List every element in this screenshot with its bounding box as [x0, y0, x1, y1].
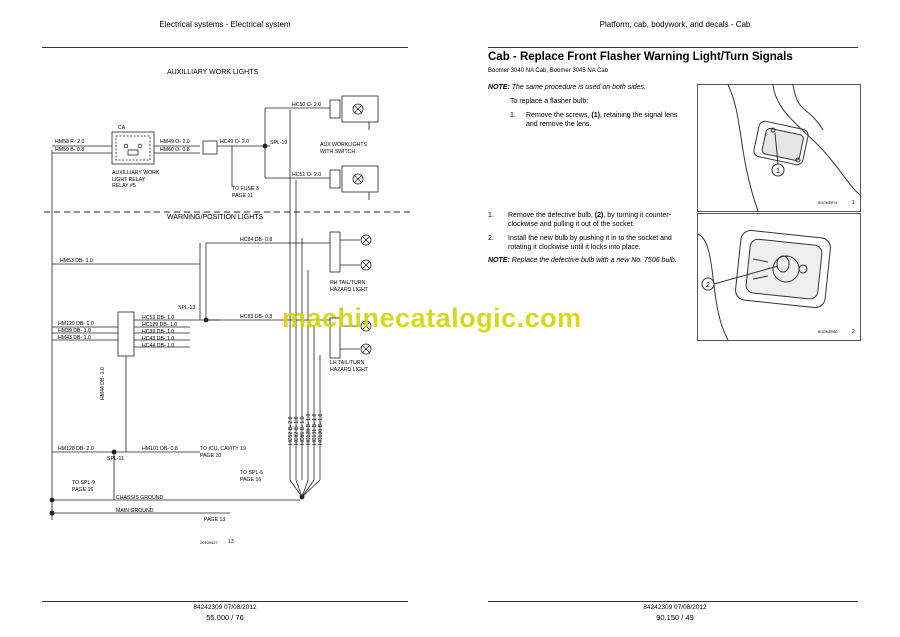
step-1: 1. Remove the screws, (1), retaining the…: [510, 111, 685, 129]
label-spl19: SPL-19: [270, 140, 288, 146]
figure-1-index: 1: [852, 200, 855, 206]
step-1-text-b: , retaining the signal lens and remove t…: [526, 112, 678, 128]
section-title: Cab - Replace Front Flasher Warning Ligh…: [488, 51, 793, 63]
step-2-num: 1.: [488, 212, 494, 219]
label-ca-relay: CA: [118, 125, 126, 131]
label-spl13: SPL-13: [178, 305, 196, 311]
figure-2-illustration: 2: [698, 229, 831, 340]
step-3-body: Install the new bulb by pushing it in to…: [508, 235, 672, 251]
right-footer-rule: [488, 601, 858, 602]
step-2: 1. Remove the defective bulb, (2), by tu…: [488, 211, 688, 229]
left-footer-rule: [42, 601, 408, 602]
left-header: Electrical systems - Electrical system: [159, 20, 291, 29]
label-hc130: HC130 B- 1.0: [318, 413, 324, 445]
label-fuse: TO FUSE 3 PAGE 11: [232, 186, 259, 199]
left-footer-doc: 84242309 07/08/2012: [193, 604, 257, 611]
label-hm60: HM60 O- 0.8: [160, 147, 190, 153]
label-hm53: HM53 DB- 1.0: [60, 258, 93, 264]
note-1-text: The same procedure is used on both sides…: [511, 84, 646, 91]
label-icu: TO ICU, CAVITY 19 PAGE 10: [200, 446, 246, 459]
step-2-text-a: Remove the defective bulb,: [508, 212, 595, 219]
label-hm58: HM58 R- 2.0: [55, 139, 85, 145]
figure-code-left: 20109427: [200, 540, 218, 545]
note-2-label: NOTE:: [488, 257, 510, 264]
wiring-diagram: [44, 95, 410, 520]
label-spl11: SPL-11: [107, 456, 124, 462]
label-hm101: HM101 DB- 0.8: [142, 446, 178, 452]
label-hm43: HM43 DB- 1.0: [58, 335, 91, 341]
label-rh-light: RH TAIL/TURN HAZARD LIGHT: [330, 280, 369, 293]
models-line: Boomer 3040 NA Cab, Boomer 3045 NA Cab: [488, 68, 609, 74]
note-1-label: NOTE:: [488, 84, 510, 91]
label-page13: PAGE 13: [204, 517, 226, 523]
label-lh-light: LH TAIL/TURN HAZARD LIGHT: [330, 360, 369, 373]
label-hc43: HC43 DB- 1.0: [142, 336, 175, 342]
label-hc50: HC50 O- 2.0: [292, 102, 322, 108]
label-hc83: HC83 DB- 0.8: [240, 314, 273, 320]
step-1-ref: (1): [591, 112, 600, 119]
right-header: Platform, cab, bodywork, and decals - Ca…: [599, 20, 751, 29]
step-1-text-a: Remove the screws,: [526, 112, 592, 119]
right-footer-doc: 84242309 07/08/2012: [643, 604, 707, 611]
diagram-title-aux: AUXILLIARY WORK LIGHTS: [167, 69, 259, 76]
figure-2: 2 BOOMER80 2: [697, 213, 861, 341]
label-hc44: HC44 DB- 1.0: [142, 343, 175, 349]
step-1-num: 1.: [510, 112, 516, 119]
label-spl5: TO SPL-5 PAGE 16: [240, 470, 263, 483]
note-2: NOTE: Replace the defective bulb with a …: [488, 256, 688, 265]
figure-2-code: BOOMER80: [818, 330, 838, 334]
figure-1-code: BOOMER76: [818, 201, 838, 205]
label-hc53: HC53 DB- 1.0: [142, 315, 175, 321]
right-header-rule: [488, 47, 858, 48]
watermark: machinecatalogic.com: [282, 303, 582, 333]
intro-text: To replace a flasher bulb:: [510, 98, 589, 105]
label-hm39: HM39 DB- 1.0: [58, 328, 91, 334]
right-page: Platform, cab, bodywork, and decals - Ca…: [450, 0, 900, 637]
label-relay: AUXILLIARY WORK LIGHT RELAY RELAY #5: [112, 170, 160, 189]
label-hm59: HM59 B- 0.8: [55, 147, 85, 153]
figure-index-left: 13: [228, 539, 234, 545]
note-1: NOTE: The same procedure is used on both…: [488, 83, 646, 92]
label-hm49: HM49 O- 2.0: [160, 139, 190, 145]
left-page: Electrical systems - Electrical system: [42, 20, 410, 622]
label-hc39: HC39 DB- 1.0: [142, 329, 175, 335]
left-footer-page: 55.000 / 76: [206, 613, 244, 622]
label-hc49: HC49 O- 2.0: [220, 139, 250, 145]
step-1-body: Remove the screws, (1), retaining the si…: [526, 111, 685, 129]
figure-2-callout: 2: [706, 282, 710, 289]
label-hm128: HM128 DB- 2.0: [58, 446, 94, 452]
step-2-body: Remove the defective bulb, (2), by turni…: [508, 211, 688, 229]
label-main-ground: MAIN GROUND: [116, 508, 154, 514]
label-chassis-ground: CHASSIS GROUND: [116, 495, 164, 501]
step-2-ref: (2): [594, 212, 604, 219]
note-2-text: Replace the defective bulb with a new No…: [511, 257, 677, 264]
figure-2-index: 2: [852, 329, 855, 335]
left-header-rule: [42, 47, 408, 48]
figure-1-illustration: 1: [727, 85, 860, 211]
right-footer-page: 90.150 / 49: [656, 613, 694, 622]
figure-1: 1 BOOMER76 1: [697, 84, 861, 212]
diagram-title-warning: WARNING/POSITION LIGHTS: [167, 214, 264, 221]
label-aux-worklights: AUX WORKLIGHTS WITH SWITCH: [320, 142, 367, 155]
label-hm44: HM44 DB- 1.0: [100, 367, 106, 400]
label-spl9: TO SPL-9 PAGE 16: [72, 480, 95, 493]
label-hc51: HC51 O- 2.0: [292, 172, 322, 178]
label-hc84: HC84 DB- 0.8: [240, 237, 273, 243]
figure-1-callout: 1: [776, 168, 780, 175]
label-hm129: HM129 DB- 1.0: [58, 321, 94, 327]
step-2-text-b: , by turning it counter-clockwise and pu…: [508, 212, 672, 228]
label-hc129: HC129 DB- 1.0: [142, 322, 178, 328]
step-3-num: 2.: [488, 235, 494, 242]
step-3: 2. Install the new bulb by pushing it in…: [488, 234, 688, 252]
